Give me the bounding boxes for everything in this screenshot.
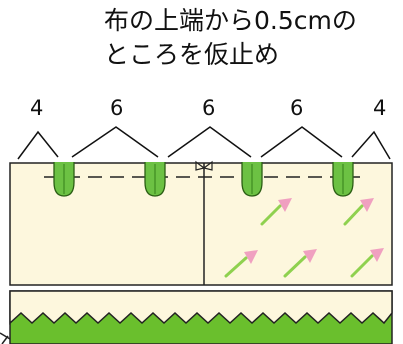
flower-print: [224, 198, 384, 278]
loop-icon: [53, 162, 75, 197]
bracket-left-edge: [17, 130, 59, 160]
spacing-brackets: [17, 126, 391, 160]
spacing-label-gap-1: 6: [110, 96, 124, 120]
hanging-loops: [53, 162, 354, 197]
spacing-label-left-edge: 4: [30, 96, 44, 120]
center-bow-icon: [195, 160, 213, 171]
instruction-line-2: ところを仮止め: [104, 40, 280, 69]
bracket-right-edge: [351, 130, 391, 160]
spacing-label-gap-2: 6: [202, 96, 216, 120]
loop-icon: [241, 162, 263, 197]
zigzag-edge: [9, 290, 393, 325]
loop-icon: [144, 162, 166, 197]
corner-mark: [0, 332, 11, 344]
spacing-label-right-edge: 4: [373, 96, 387, 120]
flower-icon: [260, 198, 292, 226]
flower-icon: [283, 249, 317, 278]
bracket-gap-1: [71, 126, 159, 158]
flower-icon: [224, 250, 258, 278]
loop-icon: [332, 162, 354, 197]
bracket-gap-3: [260, 126, 343, 158]
instruction-line-1: 布の上端から0.5cmの: [104, 6, 357, 35]
flower-icon: [350, 248, 384, 278]
spacing-label-gap-3: 6: [290, 96, 304, 120]
bracket-gap-2: [167, 126, 252, 158]
flower-icon: [343, 198, 374, 226]
